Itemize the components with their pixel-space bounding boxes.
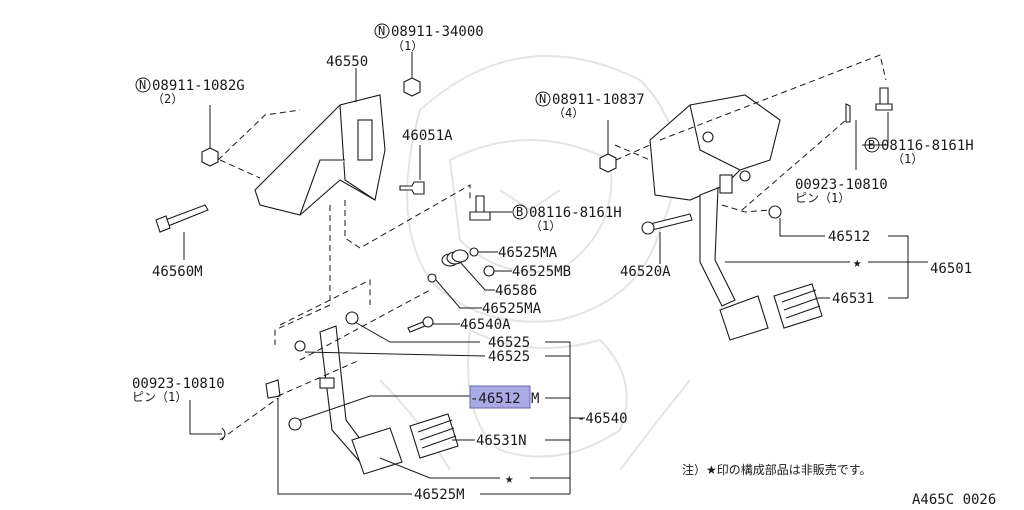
label-46525-2: 46525 xyxy=(488,349,530,365)
label-46051a: 46051A xyxy=(402,128,453,144)
nut-top xyxy=(403,77,421,97)
bolt-b-right xyxy=(875,87,893,111)
note-text: 注）★印の構成部品は非販売です。 xyxy=(682,462,872,477)
bolt-46051a xyxy=(399,181,425,195)
highlight-box xyxy=(469,385,531,409)
bush-46512 xyxy=(768,205,782,219)
n-letter-3: N xyxy=(539,92,546,106)
bolt-46560m xyxy=(155,204,209,233)
nut-left xyxy=(201,147,219,167)
bracket-46550 xyxy=(254,94,386,216)
label-pin-right-code: 00923-10810 xyxy=(795,177,888,193)
pin-46520a xyxy=(641,213,693,235)
qty-08911-34000: （1） xyxy=(392,39,423,53)
label-08911-34000: 08911-34000 xyxy=(391,24,484,40)
label-46512m: -46512 xyxy=(470,391,521,407)
leader-lines xyxy=(183,52,928,495)
b-letter-left: B xyxy=(516,205,523,219)
qty-08911-1082g: （2） xyxy=(152,92,183,106)
b-letter-right: B xyxy=(868,138,875,152)
label-46501: 46501 xyxy=(930,261,972,277)
label-08911-10837: 08911-10837 xyxy=(552,92,645,108)
b-circle-left xyxy=(512,204,528,220)
label-46525ma-1: 46525MA xyxy=(498,245,558,261)
star-left: ★ xyxy=(505,471,514,487)
left-dash-lines xyxy=(217,109,471,441)
pedal-pad-46531n xyxy=(409,413,459,459)
nut-right xyxy=(599,153,617,173)
label-08116-8161h-right: 08116-8161H xyxy=(881,138,974,154)
brake-pedal-46501 xyxy=(699,170,751,307)
qty-08911-10837: （4） xyxy=(553,106,584,120)
bracket-right xyxy=(649,94,781,201)
n-letter-2: N xyxy=(139,78,146,92)
label-46540: -46540 xyxy=(577,411,628,427)
n-circle-1 xyxy=(374,23,390,39)
label-46550: 46550 xyxy=(326,54,368,70)
label-46525ma-2: 46525MA xyxy=(482,301,542,317)
pin-right xyxy=(845,103,851,123)
label-pin-left-name: ピン（1） xyxy=(132,390,187,404)
label-46586: 46586 xyxy=(495,283,537,299)
qty-08116-8161h-right: （1） xyxy=(892,152,923,166)
label-46520a: 46520A xyxy=(620,264,671,280)
clip-46525mb xyxy=(483,265,495,277)
n-circle-3 xyxy=(535,91,551,107)
label-46525m: 46525M xyxy=(414,487,465,503)
n-letter-1: N xyxy=(378,24,385,38)
star-right: ★ xyxy=(853,255,862,271)
label-46525mb: 46525MB xyxy=(512,264,571,280)
label-46540a: 46540A xyxy=(460,317,511,333)
label-46560m: 46560M xyxy=(152,264,203,280)
pedal-pad-46531 xyxy=(773,283,823,329)
label-46531n: 46531N xyxy=(476,433,527,449)
bush-46525ma xyxy=(427,247,479,283)
label-46531: 46531 xyxy=(832,291,874,307)
pedal-pad-left xyxy=(351,427,403,475)
spring-46586 xyxy=(441,249,469,267)
pin-46540a xyxy=(407,316,434,333)
figure-code: A465C 0026 xyxy=(912,492,996,508)
n-circle-2 xyxy=(135,77,151,93)
watermark xyxy=(379,55,691,471)
pedal-pad-right xyxy=(719,295,769,341)
label-08116-8161h-left: 08116-8161H xyxy=(529,205,622,221)
label-pin-left-code: 00923-10810 xyxy=(132,376,225,392)
label-46512m-suffix: M xyxy=(531,391,539,407)
b-circle-right xyxy=(864,137,880,153)
qty-08116-8161h-left: （1） xyxy=(530,219,561,233)
right-dash-lines xyxy=(614,54,887,213)
bolt-b-left xyxy=(469,195,491,221)
label-08911-1082g: 08911-1082G xyxy=(152,78,245,94)
clutch-pedal-46540 xyxy=(265,311,373,463)
label-pin-right-name: ピン（1） xyxy=(795,191,850,205)
label-46512: 46512 xyxy=(828,229,870,245)
label-46525-1: 46525 xyxy=(488,335,530,351)
